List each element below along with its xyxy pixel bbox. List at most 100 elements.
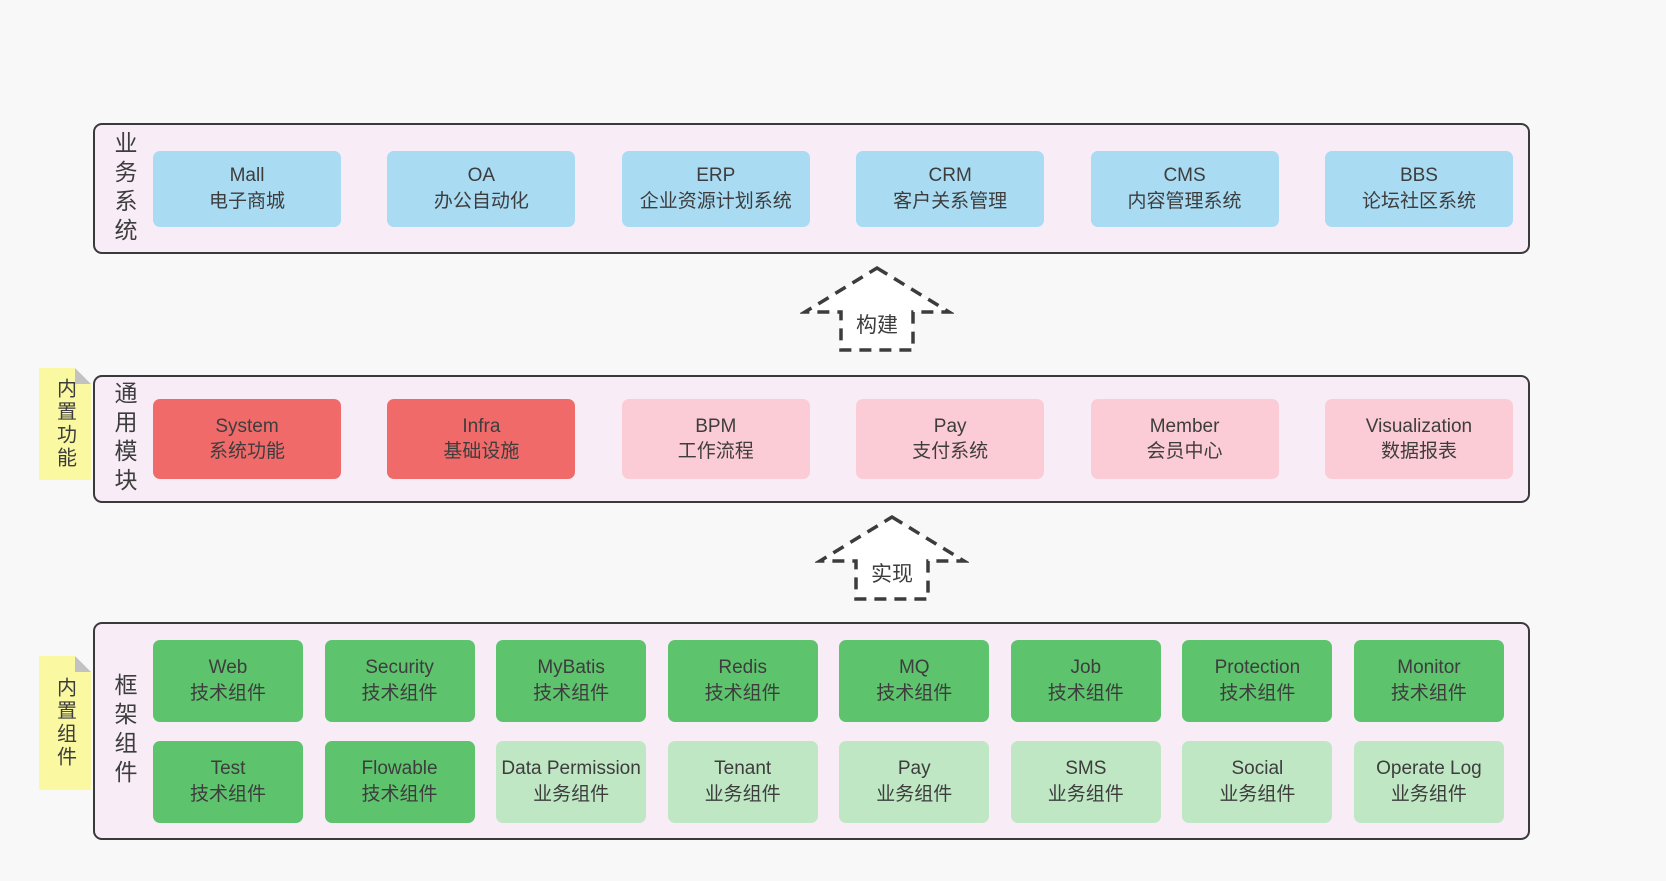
box-oa: OA 办公自动化 [387, 150, 576, 227]
box-redis-name: Redis [718, 657, 767, 679]
business-boxes: Mall 电子商城 OA 办公自动化 ERP 企业资源计划系统 CRM 客户关系… [153, 125, 1528, 252]
box-system-sub: 系统功能 [208, 441, 285, 462]
box-sms-name: SMS [1065, 758, 1107, 780]
box-job-name: Job [1070, 657, 1102, 679]
implement-arrow-label: 实现 [871, 563, 913, 586]
box-cms-sub: 内容管理系统 [1127, 190, 1242, 212]
panel-label-modules-text: 通用模块 [111, 381, 137, 497]
box-mq-sub: 技术组件 [876, 682, 953, 704]
box-pay-module: Pay 支付系统 [856, 399, 1045, 479]
box-operate-log: Operate Log 业务组件 [1353, 740, 1504, 823]
component-row-2: Test 技术组件 Flowable 技术组件 Data Permission … [153, 740, 1504, 823]
implement-arrow: 实现 [815, 514, 969, 601]
component-rows: Web 技术组件 Security 技术组件 MyBatis 技术组件 Redi… [153, 624, 1528, 838]
box-flowable-sub: 技术组件 [361, 783, 438, 805]
sticky-tab-built-in-features-text: 内置功能 [53, 378, 76, 470]
box-monitor: Monitor 技术组件 [1353, 639, 1504, 722]
panel-label-components-text: 框架组件 [111, 673, 137, 789]
component-row-1: Web 技术组件 Security 技术组件 MyBatis 技术组件 Redi… [153, 639, 1504, 722]
box-oa-name: OA [467, 165, 496, 187]
box-mybatis: MyBatis 技术组件 [496, 639, 647, 722]
box-mybatis-name: MyBatis [537, 657, 605, 679]
box-pay-module-name: Pay [933, 415, 967, 437]
box-erp: ERP 企业资源计划系统 [621, 150, 810, 227]
box-social-sub: 业务组件 [1219, 783, 1296, 805]
box-pay-module-sub: 支付系统 [912, 441, 989, 462]
box-mq-name: MQ [898, 657, 930, 679]
box-erp-sub: 企业资源计划系统 [639, 190, 792, 212]
box-system: System 系统功能 [153, 399, 341, 479]
box-bbs-sub: 论坛社区系统 [1361, 190, 1476, 212]
box-operate-log-name: Operate Log [1376, 758, 1482, 780]
sticky-tab-built-in-features: 内置功能 [39, 368, 91, 480]
box-infra-sub: 基础设施 [443, 441, 520, 462]
box-infra-name: Infra [462, 415, 501, 437]
box-crm-sub: 客户关系管理 [893, 190, 1008, 212]
box-test: Test 技术组件 [153, 740, 303, 823]
box-erp-name: ERP [696, 165, 736, 187]
box-protection-sub: 技术组件 [1219, 682, 1296, 704]
box-redis-sub: 技术组件 [704, 682, 781, 704]
box-social: Social 业务组件 [1182, 740, 1333, 823]
box-pay-component-sub: 业务组件 [876, 783, 953, 805]
box-system-name: System [215, 415, 279, 437]
box-social-name: Social [1231, 758, 1284, 780]
box-mall-sub: 电子商城 [208, 190, 285, 212]
box-tenant: Tenant 业务组件 [667, 740, 818, 823]
box-flowable: Flowable 技术组件 [324, 740, 475, 823]
box-tenant-name: Tenant [714, 758, 772, 780]
box-bpm-name: BPM [695, 415, 737, 437]
box-mq: MQ 技术组件 [839, 639, 990, 722]
box-oa-sub: 办公自动化 [433, 190, 529, 212]
box-visualization-sub: 数据报表 [1380, 441, 1457, 462]
box-pay-component: Pay 业务组件 [839, 740, 990, 823]
box-test-sub: 技术组件 [189, 783, 266, 805]
box-security-name: Security [365, 657, 434, 679]
box-flowable-name: Flowable [361, 758, 438, 780]
box-data-permission-name: Data Permission [501, 758, 641, 780]
box-security: Security 技术组件 [324, 639, 475, 722]
sticky-tab-built-in-components-text: 内置组件 [53, 677, 76, 769]
box-mybatis-sub: 技术组件 [533, 682, 610, 704]
box-pay-component-name: Pay [897, 758, 931, 780]
box-bpm: BPM 工作流程 [621, 399, 810, 479]
fold-corner-icon [75, 368, 91, 384]
box-web: Web 技术组件 [153, 639, 303, 722]
build-arrow-label-bg [851, 314, 903, 340]
box-monitor-name: Monitor [1397, 657, 1461, 679]
framework-components-panel: 框架组件 Web 技术组件 Security 技术组件 MyBatis 技术组件… [93, 622, 1530, 840]
box-tenant-sub: 业务组件 [704, 783, 781, 805]
box-operate-log-sub: 业务组件 [1390, 783, 1467, 805]
panel-label-modules: 通用模块 [95, 377, 153, 501]
box-bbs: BBS 论坛社区系统 [1324, 150, 1513, 227]
box-mall: Mall 电子商城 [153, 150, 341, 227]
box-sms: SMS 业务组件 [1010, 740, 1161, 823]
box-job-sub: 技术组件 [1047, 682, 1124, 704]
box-member: Member 会员中心 [1090, 399, 1279, 479]
box-mall-name: Mall [229, 165, 265, 187]
box-job: Job 技术组件 [1010, 639, 1161, 722]
box-visualization-name: Visualization [1365, 415, 1473, 437]
box-web-sub: 技术组件 [189, 682, 266, 704]
box-redis: Redis 技术组件 [667, 639, 818, 722]
build-arrow-label: 构建 [856, 314, 898, 337]
box-security-sub: 技术组件 [361, 682, 438, 704]
box-bbs-name: BBS [1399, 165, 1438, 187]
box-bpm-sub: 工作流程 [677, 441, 754, 462]
panel-label-components: 框架组件 [95, 624, 153, 838]
box-data-permission: Data Permission 业务组件 [496, 740, 647, 823]
box-test-name: Test [210, 758, 246, 780]
build-arrow: 构建 [800, 265, 954, 352]
implement-arrow-label-bg [866, 563, 918, 589]
panel-label-business: 业务系统 [95, 125, 153, 252]
box-crm: CRM 客户关系管理 [856, 150, 1045, 227]
box-member-name: Member [1149, 415, 1220, 437]
box-sms-sub: 业务组件 [1047, 783, 1124, 805]
box-cms: CMS 内容管理系统 [1090, 150, 1279, 227]
box-monitor-sub: 技术组件 [1390, 682, 1467, 704]
sticky-tab-built-in-components: 内置组件 [39, 656, 91, 790]
box-crm-name: CRM [928, 165, 972, 187]
common-modules-panel: 通用模块 System 系统功能 Infra 基础设施 BPM 工作流程 Pay… [93, 375, 1530, 503]
box-cms-name: CMS [1163, 165, 1206, 187]
business-systems-panel: 业务系统 Mall 电子商城 OA 办公自动化 ERP 企业资源计划系统 CRM… [93, 123, 1530, 254]
